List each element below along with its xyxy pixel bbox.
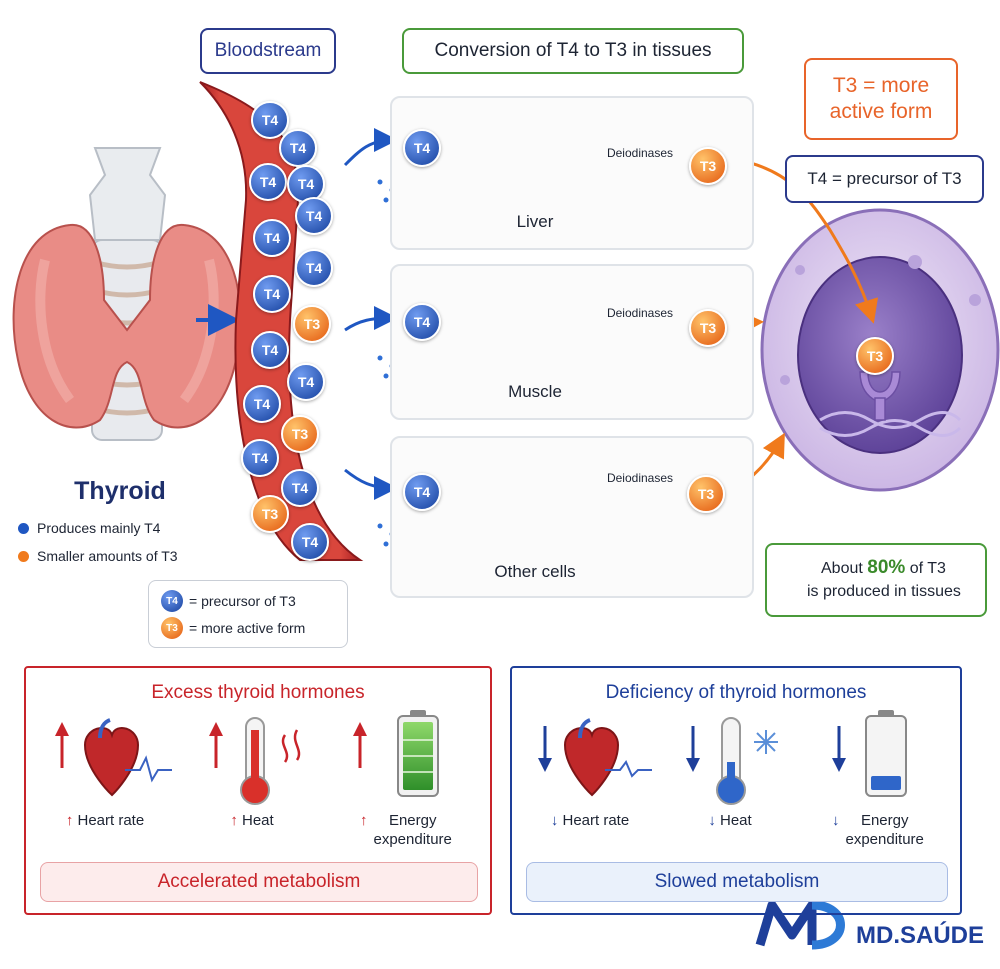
bloodstream-label: Bloodstream	[200, 28, 336, 74]
t4-hormone-badge: T4	[281, 469, 319, 507]
t4-hormone-badge: T4	[403, 473, 441, 511]
thermometer-cold-icon	[716, 717, 746, 805]
t3-hormone-badge: T3	[687, 475, 725, 513]
t3-hormone-badge: T3	[689, 309, 727, 347]
excess-footer: Accelerated metabolism	[40, 862, 478, 902]
excess-energy-label: ↑ Energy expenditure	[360, 812, 470, 850]
excess-heart-text: Heart rate	[77, 812, 145, 829]
excess-energy-text: Energy expenditure	[373, 812, 452, 848]
excess-heart-arrow: ↑	[65, 812, 74, 829]
stat-suffix: of T3	[909, 560, 946, 577]
thyroid-gland-illustration	[12, 147, 242, 441]
excess-heart-label: ↑ Heart rate	[50, 812, 160, 829]
t3-dot-icon	[18, 550, 29, 562]
battery-full-icon	[397, 710, 439, 797]
legend-t3-text: = more active form	[189, 620, 306, 636]
other-cells-panel	[390, 436, 754, 598]
t4-hormone-badge: T4	[253, 275, 291, 313]
t3-hormone-badge: T3	[689, 147, 727, 185]
t3-hormone-badge: T3	[856, 337, 894, 375]
stat-line2: is produced in tissues	[807, 583, 961, 600]
t4-hormone-badge: T4	[253, 219, 291, 257]
t3-hormone-badge: T3	[251, 495, 289, 533]
t3-liver-to-nucleus-arrow	[737, 158, 879, 324]
deficiency-heart-arrow: ↓	[550, 812, 559, 829]
excess-panel: Excess thyroid hormones Accelerated meta…	[24, 666, 492, 915]
legend-box: T4 = precursor of T3 T3 = more active fo…	[148, 580, 348, 648]
deficiency-energy-arrow: ↓	[832, 812, 840, 829]
deficiency-footer: Slowed metabolism	[526, 862, 948, 902]
legend-t3-row: T3 = more active form	[161, 617, 305, 639]
thyroid-t4-note: Produces mainly T4	[18, 520, 160, 536]
t4-hormone-badge: T4	[295, 197, 333, 235]
heart-icon	[83, 726, 140, 797]
stat-value: 80%	[867, 557, 906, 578]
muscle-label: Muscle	[508, 382, 562, 401]
t4-hormone-badge: T4	[279, 129, 317, 167]
brand-logo-mark	[755, 900, 845, 950]
thyroid-t4-text: Produces mainly T4	[37, 520, 161, 536]
blood-to-other-arrow	[344, 468, 398, 500]
excess-heat-text: Heat	[241, 812, 274, 829]
deficiency-icons	[538, 710, 907, 805]
deficiency-energy-label: ↓ Energy expenditure	[832, 812, 942, 850]
t4-hormone-badge: T4	[241, 439, 279, 477]
t4-hormone-badge: T4	[403, 129, 441, 167]
deficiency-title: Deficiency of thyroid hormones	[605, 682, 867, 703]
deficiency-heart-label: ↓ Heart rate	[535, 812, 645, 829]
muscle-panel	[390, 264, 754, 420]
t3-active-callout: T3 = more active form	[804, 58, 958, 140]
excess-icons	[55, 710, 439, 805]
deiodinases-label-other: Deiodinases	[606, 471, 674, 485]
t4-dot-icon	[18, 522, 29, 534]
deficiency-heat-arrow: ↓	[708, 812, 716, 829]
legend-t4-badge: T4	[161, 590, 183, 612]
deficiency-heart-text: Heart rate	[562, 812, 630, 829]
liver-label: Liver	[516, 212, 554, 231]
stat-prefix: About	[821, 560, 863, 577]
deficiency-heat-text: Heat	[719, 812, 752, 829]
deficiency-heat-label: ↓ Heat	[690, 812, 770, 829]
deiodinases-label-muscle: Deiodinases	[606, 306, 674, 320]
deficiency-panel: Deficiency of thyroid hormones Slowed me…	[510, 666, 962, 915]
t4-hormone-badge: T4	[291, 523, 329, 561]
excess-title: Excess thyroid hormones	[151, 682, 365, 703]
battery-low-icon	[865, 710, 907, 797]
conversion-title: Conversion of T4 to T3 in tissues	[402, 28, 744, 74]
brand-name: MD.SAÚDE	[856, 922, 985, 949]
legend-t4-text: = precursor of T3	[189, 593, 296, 609]
deficiency-energy-text: Energy expenditure	[845, 812, 924, 848]
legend-t4-row: T4 = precursor of T3	[161, 590, 296, 612]
t3-hormone-badge: T3	[293, 305, 331, 343]
excess-heat-arrow: ↑	[230, 812, 238, 829]
t4-precursor-callout: T4 = precursor of T3	[785, 155, 984, 203]
deiodinases-label-liver: Deiodinases	[606, 146, 674, 160]
t4-hormone-badge: T4	[287, 363, 325, 401]
t4-hormone-badge: T4	[295, 249, 333, 287]
heat-waves-icon	[281, 729, 301, 763]
snowflake-icon	[754, 730, 778, 754]
thyroid-t3-note: Smaller amounts of T3	[18, 548, 178, 564]
legend-t3-badge: T3	[161, 617, 183, 639]
stat-box: About 80% of T3 is produced in tissues	[765, 543, 987, 617]
t4-hormone-badge: T4	[251, 331, 289, 369]
t3-hormone-badge: T3	[281, 415, 319, 453]
t4-hormone-badge: T4	[243, 385, 281, 423]
t4-hormone-badge: T4	[403, 303, 441, 341]
thermometer-hot-icon	[240, 717, 270, 805]
thyroid-t3-text: Smaller amounts of T3	[37, 548, 178, 564]
excess-heat-label: ↑ Heat	[212, 812, 292, 829]
stat-line1: About 80% of T3	[821, 557, 946, 579]
heart-icon-2	[563, 726, 620, 797]
blood-to-muscle-arrow	[344, 306, 398, 332]
blood-to-liver-arrow	[343, 128, 398, 167]
thyroid-title: Thyroid	[74, 477, 166, 505]
other-cells-label: Other cells	[494, 562, 576, 581]
t4-hormone-badge: T4	[249, 163, 287, 201]
excess-energy-arrow: ↑	[360, 812, 368, 829]
t4-hormone-badge: T4	[251, 101, 289, 139]
